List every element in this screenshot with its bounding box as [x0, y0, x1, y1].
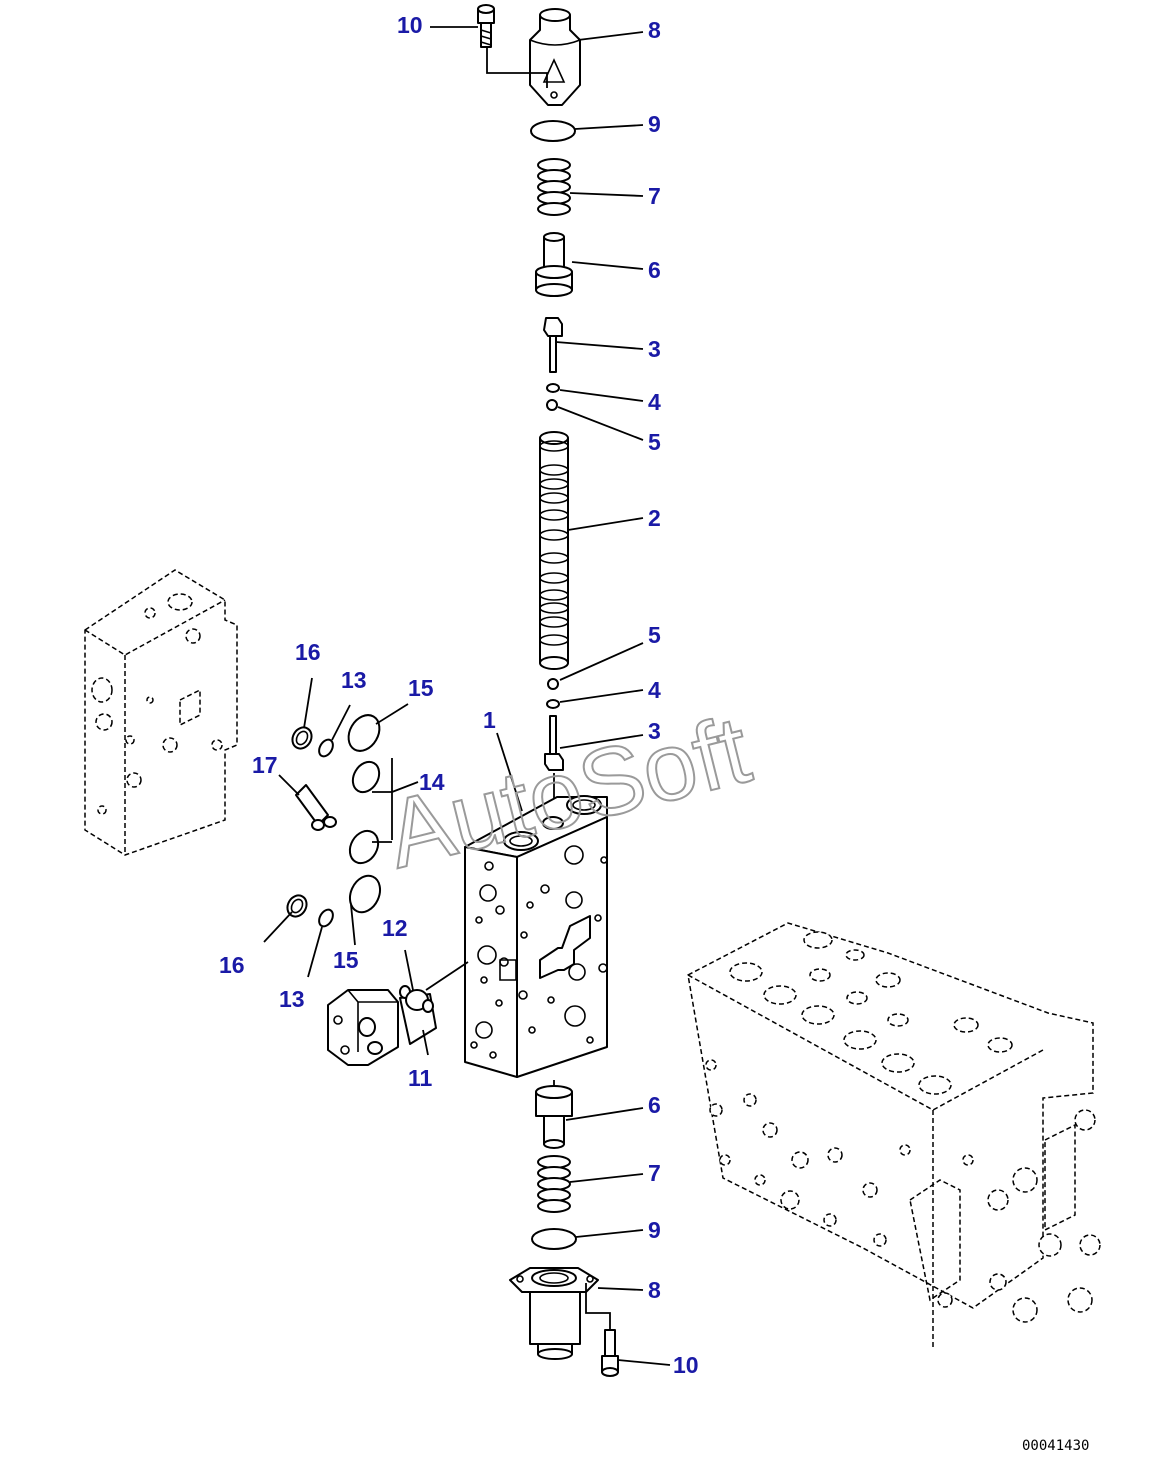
part-17-plug [295, 784, 337, 831]
part-7-spring-top [537, 158, 571, 216]
part-13-ring-top [318, 738, 334, 758]
callout-1: 1 [483, 707, 496, 733]
callout-17: 17 [252, 752, 278, 778]
callout-14: 14 [419, 769, 445, 795]
callout-16-bottom: 16 [219, 952, 245, 978]
callout-10-bottom: 10 [673, 1352, 699, 1378]
callout-15-top: 15 [408, 675, 434, 701]
part-4-ring-top [546, 383, 560, 393]
drawing-number: 00041430 [1022, 1438, 1089, 1454]
callout-5-top: 5 [648, 429, 661, 455]
callout-4-top: 4 [648, 389, 661, 415]
callout-15-bottom: 15 [333, 947, 359, 973]
part-8-cap-top [529, 8, 581, 106]
callout-3-top: 3 [648, 336, 661, 362]
callout-13-bottom: 13 [279, 986, 305, 1012]
part-8-cap-bottom [509, 1267, 599, 1360]
part-15-oring-top [347, 714, 381, 752]
part-9-oring-bottom [531, 1228, 577, 1250]
callout-6-bottom: 6 [648, 1092, 661, 1118]
callout-11: 11 [408, 1065, 433, 1091]
callout-5-mid: 5 [648, 622, 661, 648]
callout-12: 12 [382, 915, 408, 941]
part-16-ring-bottom [286, 894, 308, 918]
callout-8-top: 8 [648, 17, 661, 43]
callout-4-mid: 4 [648, 677, 661, 703]
callout-9-top: 9 [648, 111, 661, 137]
callout-8-bottom: 8 [648, 1277, 661, 1303]
callout-labels: 10 8 9 7 6 3 4 5 2 5 4 3 1 16 13 15 17 1… [219, 12, 699, 1378]
callout-3-mid: 3 [648, 718, 661, 744]
callout-13-top: 13 [341, 667, 367, 693]
part-16-ring-top [291, 726, 313, 750]
callout-2: 2 [648, 505, 661, 531]
part-4-ring-mid [546, 699, 560, 709]
callout-16-top: 16 [295, 639, 321, 665]
part-5-ring-top [546, 399, 558, 411]
part-14-oring-b [348, 829, 380, 865]
part-7-spring-bottom [537, 1155, 571, 1213]
part-9-oring-top [530, 120, 576, 142]
part-2-spool [539, 431, 569, 670]
callout-9-bottom: 9 [648, 1217, 661, 1243]
part-15-oring-bottom [348, 874, 382, 914]
part-14-oring-a [351, 760, 381, 794]
callout-7-top: 7 [648, 183, 661, 209]
part-6-retainer-bottom [535, 1085, 573, 1149]
part-10-bolt-bottom [601, 1329, 619, 1377]
part-12-orings [399, 985, 434, 1013]
adjacent-assembly-right [687, 922, 1101, 1350]
callout-7-bottom: 7 [648, 1160, 661, 1186]
part-1-valve-body [464, 795, 608, 1078]
callout-6-top: 6 [648, 257, 661, 283]
part-reducer-block [327, 989, 399, 1066]
part-6-retainer-top [535, 232, 573, 297]
part-5-ring-mid [547, 678, 559, 690]
leader-lines [263, 26, 671, 1366]
part-13-ring-bottom [318, 908, 334, 928]
part-3-stopper-top [543, 317, 563, 373]
part-10-bolt-top [477, 4, 495, 48]
callout-10-top: 10 [397, 12, 423, 38]
adjacent-section-left [84, 569, 238, 856]
part-3-stopper-mid [544, 715, 564, 771]
